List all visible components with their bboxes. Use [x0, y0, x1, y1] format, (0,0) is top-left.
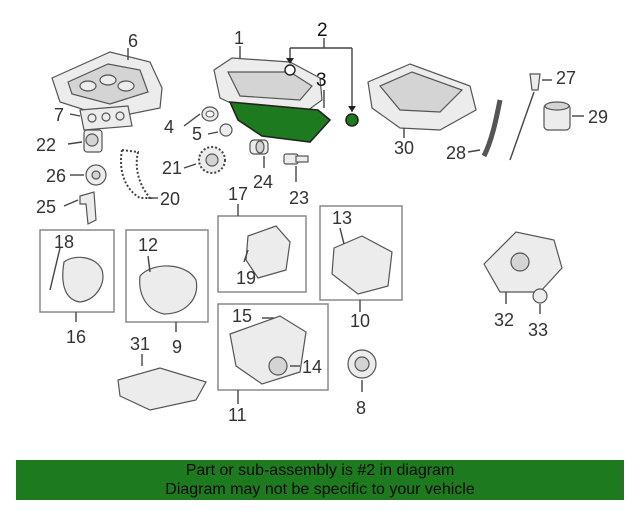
callout-17: 17 — [228, 184, 248, 204]
part-26-idler-pulley[interactable] — [70, 164, 107, 186]
callout-21: 21 — [162, 158, 182, 178]
callout-30: 30 — [394, 138, 414, 158]
callout-29: 29 — [588, 107, 608, 127]
callout-8: 8 — [356, 398, 366, 418]
group-16[interactable] — [39, 229, 115, 322]
part-30-oil-pan[interactable] — [367, 63, 477, 138]
part-28-dipstick-tube[interactable] — [467, 99, 503, 158]
part-24-sleeve[interactable] — [249, 139, 269, 168]
callout-4: 4 — [164, 117, 174, 137]
part-6-intake-manifold[interactable] — [51, 48, 163, 119]
group-11[interactable] — [217, 303, 329, 404]
part-29-oil-filter[interactable] — [543, 101, 584, 131]
callout-3: 3 — [316, 70, 327, 91]
callout-9: 9 — [172, 337, 182, 357]
callout-19: 19 — [236, 268, 256, 288]
callout-20: 20 — [160, 189, 180, 209]
callout-25: 25 — [36, 197, 56, 217]
callout-23: 23 — [289, 188, 309, 208]
callout-12: 12 — [138, 235, 158, 255]
callout-10: 10 — [350, 311, 370, 331]
part-20-timing-belt[interactable] — [120, 148, 158, 199]
callout-28: 28 — [446, 143, 466, 163]
callout-26: 26 — [46, 166, 66, 186]
callout-32: 32 — [494, 310, 514, 330]
part-4-seal[interactable] — [183, 106, 219, 127]
callout-5: 5 — [192, 124, 202, 144]
part-3-valve-cover-gasket[interactable] — [228, 90, 332, 143]
callout-13: 13 — [332, 208, 352, 228]
callout-31: 31 — [130, 334, 150, 354]
notice-line-2: Diagram may not be specific to your vehi… — [165, 481, 475, 498]
part-2-seal[interactable] — [284, 38, 359, 127]
callout-11: 11 — [228, 405, 247, 425]
callout-22: 22 — [36, 135, 56, 155]
callout-15: 15 — [232, 306, 252, 326]
callout-16: 16 — [66, 327, 86, 347]
callout-24: 24 — [253, 172, 273, 192]
part-33-cap[interactable] — [532, 288, 548, 314]
group-9[interactable] — [125, 229, 209, 332]
notice-line-1: Part or sub-assembly is #2 in diagram — [185, 462, 455, 479]
part-23-bolt[interactable] — [283, 153, 309, 182]
part-21-cam-gear[interactable] — [183, 146, 226, 174]
part-8-crank-pulley[interactable] — [347, 349, 377, 392]
part-32-oil-pump[interactable] — [483, 231, 563, 304]
callout-6: 6 — [128, 31, 138, 51]
callout-14: 14 — [302, 357, 322, 377]
part-31-heat-shield[interactable] — [117, 354, 207, 411]
callout-18: 18 — [54, 232, 74, 252]
callout-2: 2 — [317, 20, 328, 41]
callout-7: 7 — [54, 105, 64, 125]
part-25-bracket[interactable] — [63, 191, 97, 225]
callout-27: 27 — [556, 68, 576, 88]
group-10[interactable] — [319, 205, 403, 312]
part-7-gasket[interactable] — [69, 105, 133, 131]
part-22-tensioner[interactable] — [67, 129, 103, 153]
part-27-dipstick[interactable] — [509, 73, 552, 161]
callout-33: 33 — [528, 320, 548, 340]
callout-1: 1 — [234, 28, 244, 48]
group-17[interactable] — [217, 204, 307, 293]
part-5-seal[interactable] — [207, 123, 233, 137]
notice-banner: Part or sub-assembly is #2 in diagram Di… — [16, 460, 624, 500]
